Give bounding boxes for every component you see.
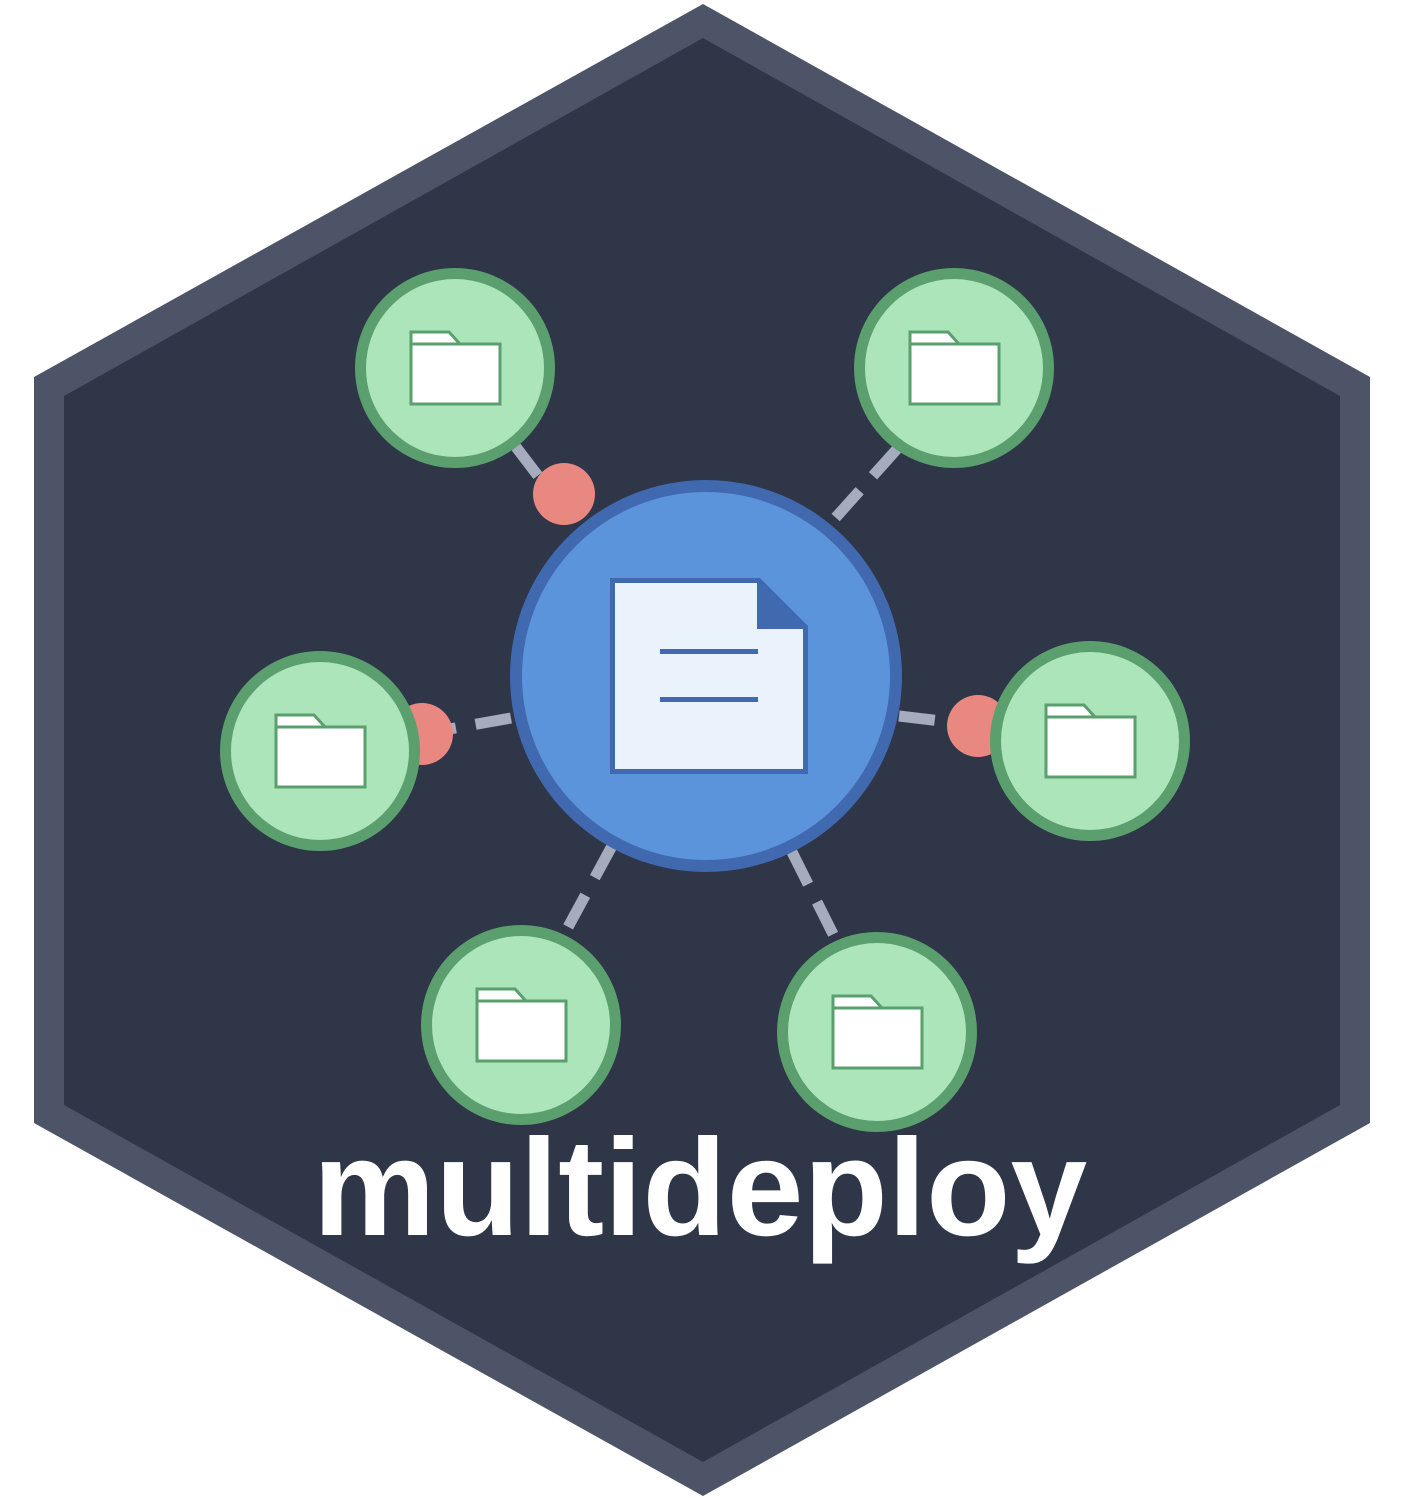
document-icon xyxy=(610,578,808,774)
target-top-right xyxy=(854,268,1054,468)
connection-dot xyxy=(533,463,595,525)
target-bottom-left xyxy=(421,925,621,1125)
folder-icon xyxy=(409,330,502,406)
target-middle-right xyxy=(990,641,1190,841)
connector-bottom-right xyxy=(787,849,841,943)
folder-icon xyxy=(1044,703,1137,779)
hub-node xyxy=(510,480,902,872)
folder-icon xyxy=(475,987,568,1063)
folder-icon xyxy=(274,713,367,789)
target-middle-left xyxy=(220,651,420,851)
target-top-left xyxy=(355,268,555,468)
connector-bottom-left xyxy=(556,843,617,943)
target-bottom-right xyxy=(777,932,977,1132)
folder-icon xyxy=(908,330,1001,406)
folder-icon xyxy=(831,994,924,1070)
connector-top-right xyxy=(824,445,902,529)
logo-title: multideploy xyxy=(313,1111,1088,1265)
